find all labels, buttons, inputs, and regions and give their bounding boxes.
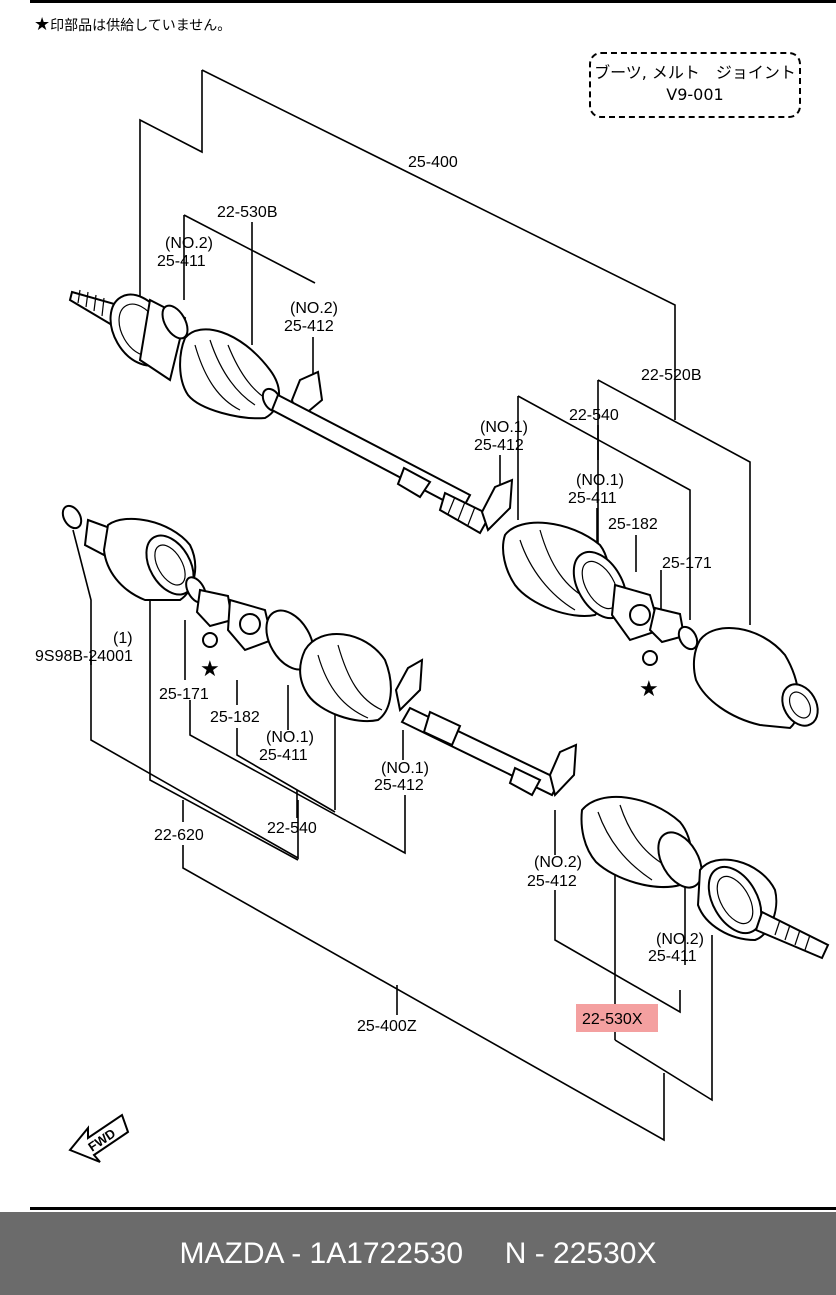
- bottom-rule: [30, 1207, 836, 1210]
- label-no1-a: (NO.1): [480, 419, 528, 436]
- label-25-171-a: 25-171: [662, 555, 712, 572]
- footer-caption: MAZDA - 1A1722530 N - 22530X: [0, 1212, 836, 1295]
- label-25-411-a: 25-411: [157, 253, 206, 270]
- label-9S98B: 9S98B-24001: [35, 648, 133, 665]
- label-25-171-b: 25-171: [159, 686, 209, 703]
- label-no2-c: (NO.2): [534, 854, 582, 871]
- highlight-box: [576, 1004, 658, 1032]
- label-22-520B: 22-520B: [641, 367, 702, 384]
- label-25-412-c: 25-412: [374, 777, 424, 794]
- label-one: (1): [113, 630, 133, 647]
- title-line-2: V9-001: [666, 85, 724, 104]
- label-25-182-b: 25-182: [210, 709, 260, 726]
- part-labels: 25-400 22-530B (NO.2) 25-411 (NO.2) 25-4…: [35, 154, 712, 1035]
- label-25-400: 25-400: [408, 154, 458, 171]
- supply-note-text: 印部品は供給していません。: [50, 18, 232, 34]
- upper-shaft-assembly: [68, 289, 819, 730]
- label-22-530B: 22-530B: [217, 204, 278, 221]
- label-25-411-c: 25-411: [259, 747, 308, 764]
- label-no1-c: (NO.1): [266, 729, 314, 746]
- label-25-412-d: 25-412: [527, 873, 577, 890]
- label-25-411-b: 25-411: [568, 490, 617, 507]
- label-no2-d: (NO.2): [656, 931, 704, 948]
- star-icon: ★: [200, 656, 220, 681]
- label-25-412-a: 25-412: [284, 318, 334, 335]
- fwd-arrow-icon: FWD: [68, 1113, 130, 1163]
- label-no1-d: (NO.1): [381, 760, 429, 777]
- label-25-182-a: 25-182: [608, 516, 658, 533]
- label-no2-b: (NO.2): [290, 300, 338, 317]
- top-rule: [30, 0, 836, 3]
- label-22-620: 22-620: [154, 827, 204, 844]
- title-line-1: ブーツ, メルト ジョイント: [594, 63, 796, 82]
- supply-note: ★印部品は供給していません。: [34, 14, 231, 35]
- label-22-540-b: 22-540: [267, 820, 317, 837]
- label-25-411-d: 25-411: [648, 948, 697, 965]
- title-box: ブーツ, メルト ジョイント V9-001: [589, 52, 801, 118]
- label-22-530X: 22-530X: [582, 1011, 643, 1028]
- lower-shaft-assembly: [61, 504, 830, 960]
- label-25-412-b: 25-412: [474, 437, 524, 454]
- label-25-400Z: 25-400Z: [357, 1018, 417, 1035]
- star-icon: ★: [34, 14, 51, 35]
- label-22-540-a: 22-540: [569, 407, 619, 424]
- label-no1-b: (NO.1): [576, 472, 624, 489]
- star-icon: ★: [639, 676, 659, 701]
- label-no2-a: (NO.2): [165, 235, 213, 252]
- leader-lines: [72, 69, 751, 1142]
- exploded-diagram: 25-400 22-530B (NO.2) 25-411 (NO.2) 25-4…: [35, 69, 830, 1163]
